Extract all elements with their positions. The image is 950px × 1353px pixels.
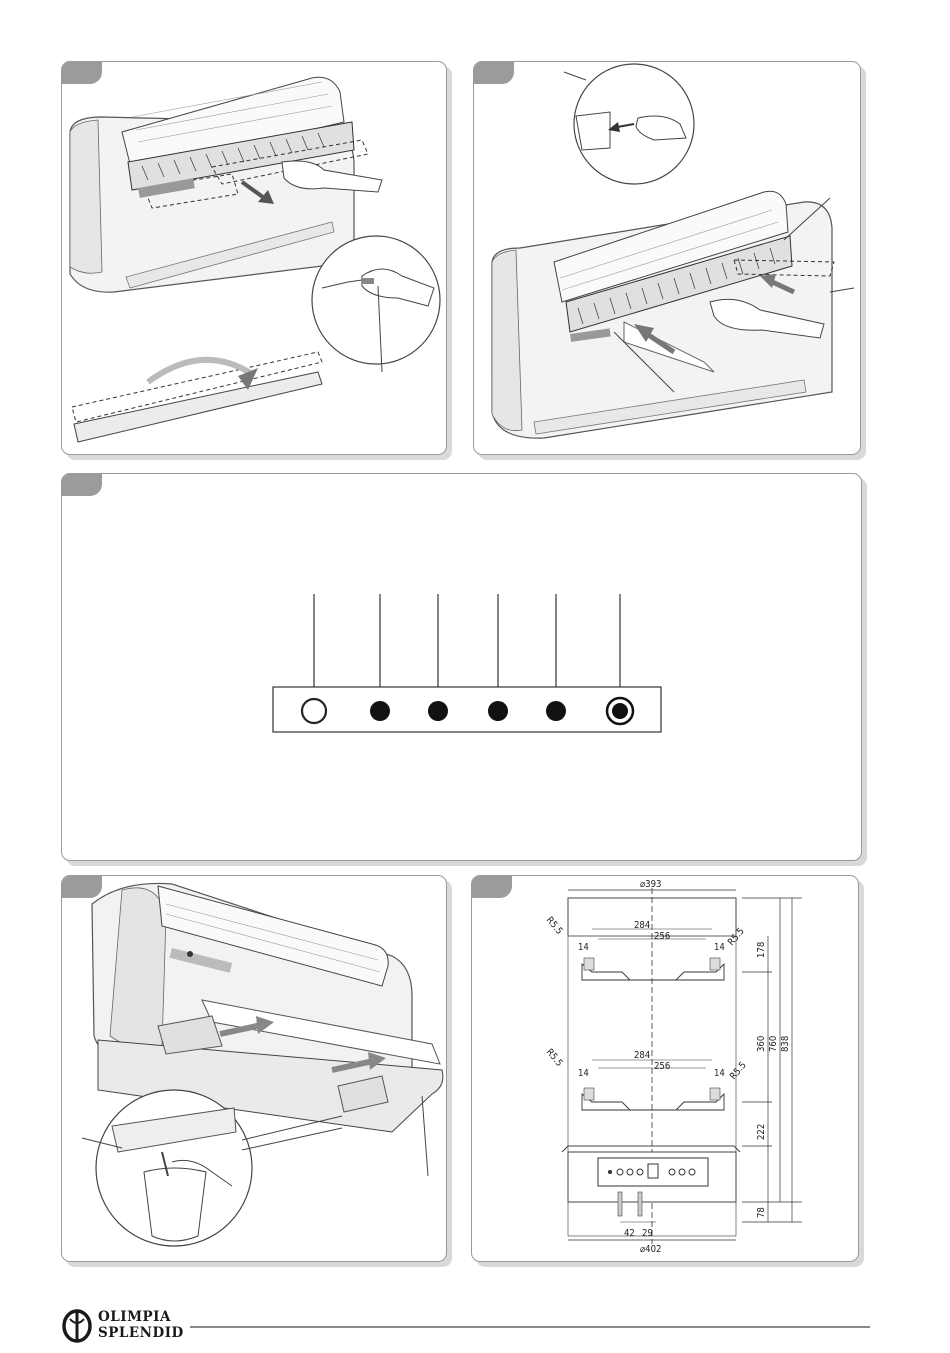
figure-panel-3 — [61, 473, 862, 861]
installation-dimension-drawing: ⌀393 284 256 14 14 R5.5 R5.5 284 256 14 … — [472, 876, 858, 1261]
brand-emblem-icon — [60, 1307, 94, 1345]
brand-logo: OLIMPIA SPLENDID — [60, 1307, 190, 1347]
dim-vertical-760: 760 — [768, 1036, 779, 1052]
dim-radius-right-1: R5.5 — [726, 926, 747, 948]
dim-vertical-222: 222 — [756, 1124, 767, 1140]
figure-panel-1 — [61, 61, 447, 455]
dim-horizontal-29: 29 — [642, 1228, 653, 1239]
dim-edge-right-1: 14 — [714, 942, 725, 953]
dim-edge-right-2: 14 — [714, 1068, 725, 1079]
unit-filter-removal-illustration — [62, 62, 446, 454]
control-panel-frame — [273, 687, 661, 732]
figure-tab-1 — [62, 62, 102, 84]
dim-width-top: ⌀393 — [640, 879, 661, 890]
dim-vertical-178: 178 — [756, 942, 767, 958]
dim-radius-left-1: R5.5 — [544, 915, 565, 937]
dim-bracket-outer-1: 284 — [634, 920, 650, 931]
dim-edge-left-2: 14 — [578, 1068, 589, 1079]
dim-vertical-360: 360 — [756, 1036, 767, 1052]
brand-name-line2: SPLENDID — [98, 1325, 184, 1341]
dim-vertical-78: 78 — [756, 1207, 767, 1218]
brand-name-line1: OLIMPIA — [98, 1309, 171, 1325]
figure-panel-5: ⌀393 284 256 14 14 R5.5 R5.5 284 256 14 … — [471, 875, 859, 1262]
figure-tab-5 — [472, 876, 512, 898]
figure-panel-4 — [61, 875, 447, 1262]
figure-tab-4 — [62, 876, 102, 898]
footer-rule — [190, 1326, 870, 1328]
control-button-6-ring — [607, 698, 633, 724]
dim-bracket-outer-2: 284 — [634, 1050, 650, 1061]
control-button-2-filled — [370, 701, 390, 721]
control-panel-diagram — [62, 474, 861, 860]
control-button-3-filled — [428, 701, 448, 721]
figure-tab-2 — [474, 62, 514, 84]
dim-edge-left-1: 14 — [578, 942, 589, 953]
control-button-5-filled — [546, 701, 566, 721]
figure-tab-3 — [62, 474, 102, 496]
control-button-1-hollow — [302, 699, 326, 723]
dim-vertical-838: 838 — [780, 1036, 791, 1052]
unit-filter-insertion-illustration — [474, 62, 860, 454]
dim-horizontal-42: 42 — [624, 1228, 635, 1239]
dim-radius-right-2: R5.5 — [728, 1060, 749, 1082]
dim-bracket-inner-2: 256 — [654, 1061, 670, 1072]
condensate-drain-illustration — [62, 876, 446, 1261]
dim-width-bottom: ⌀402 — [640, 1244, 661, 1255]
figure-panel-2 — [473, 61, 861, 455]
control-button-4-filled — [488, 701, 508, 721]
dim-bracket-inner-1: 256 — [654, 931, 670, 942]
dim-radius-left-2: R5.5 — [544, 1047, 565, 1069]
